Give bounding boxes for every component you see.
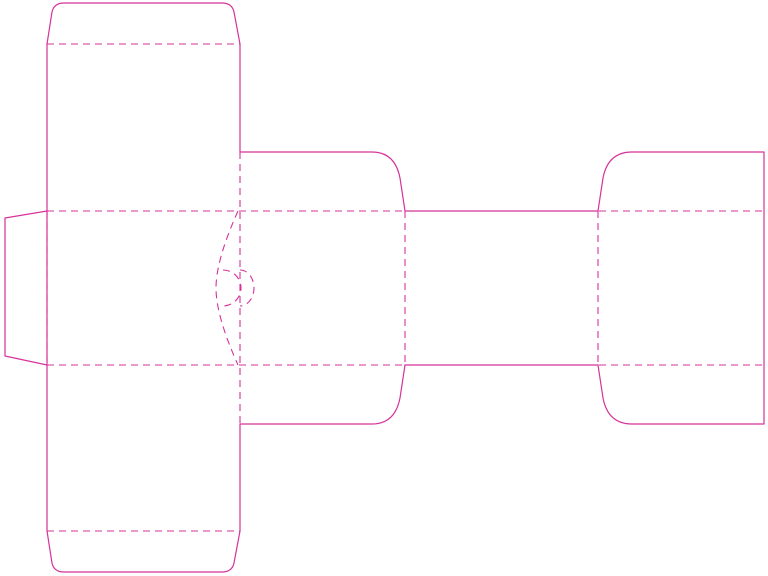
thumb-notch-right [239, 269, 255, 307]
right-panel-outline [597, 151, 765, 425]
bottom-tuck-flap-outline [46, 530, 241, 573]
curved-lock-tab-fold [215, 210, 239, 366]
thumb-notch-left [222, 269, 242, 307]
top-tuck-flap-outline [46, 2, 241, 45]
upper-dust-flap-outline [239, 151, 406, 212]
lower-dust-flap-outline [239, 364, 406, 425]
glue-tab-outline [4, 210, 48, 366]
